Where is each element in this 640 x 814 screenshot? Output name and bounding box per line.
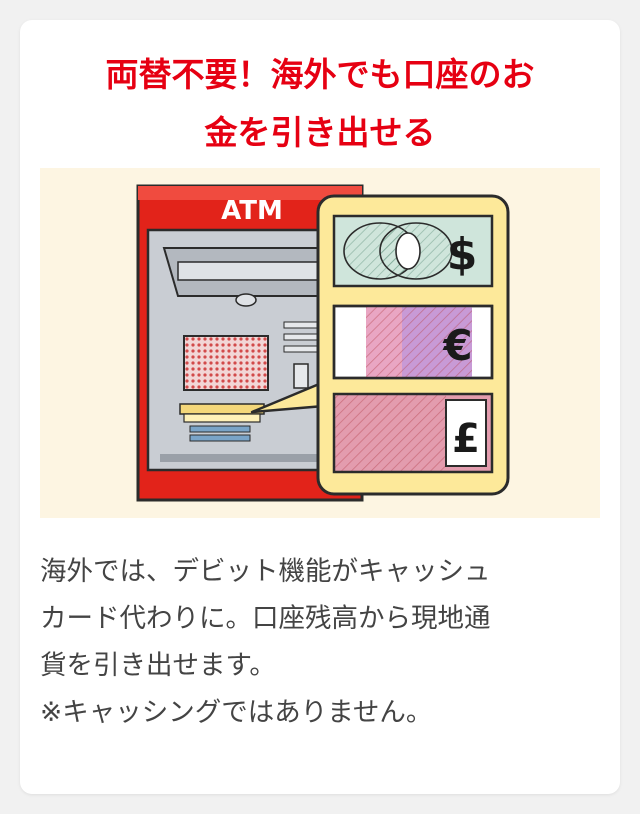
description-line-1: 海外では、デビット機能がキャッシュ: [40, 556, 491, 587]
pound-symbol: £: [452, 416, 480, 462]
card-title: 両替不要！海外でも口座のお 金を引き出せる: [20, 46, 620, 162]
feature-card: 両替不要！海外でも口座のお 金を引き出せる: [20, 20, 620, 794]
description-note: ※キャッシングではありません。: [40, 697, 433, 728]
card-description: 海外では、デビット機能がキャッシュ カード代わりに。口座残高から現地通 貨を引き…: [40, 548, 600, 736]
atm-illustration: ATM $: [40, 168, 600, 518]
dollar-symbol: $: [447, 229, 478, 280]
euro-symbol: €: [442, 321, 472, 370]
euro-note: €: [332, 304, 494, 380]
atm-currency-icon: ATM $: [136, 184, 510, 502]
currency-bubble: $ € £: [316, 194, 510, 496]
atm-label: ATM: [221, 196, 283, 226]
card-title-line-2: 金を引き出せる: [204, 113, 436, 152]
dollar-note: $: [332, 214, 494, 288]
pound-note: £: [332, 392, 494, 474]
description-line-3: 貨を引き出せます。: [40, 650, 276, 681]
description-line-2: カード代わりに。口座残高から現地通: [40, 603, 491, 634]
card-title-line-1: 両替不要！海外でも口座のお: [105, 55, 535, 94]
